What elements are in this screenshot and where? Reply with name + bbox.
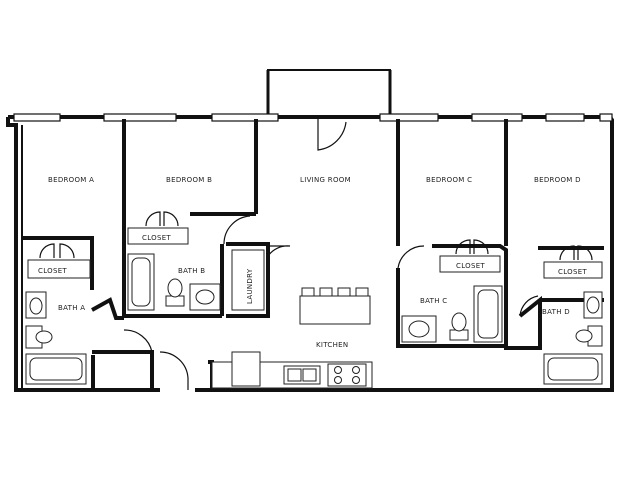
label-bath-b: BATH B (178, 267, 205, 275)
label-bath-c: BATH C (420, 297, 448, 305)
label-closet-c: CLOSET (456, 262, 485, 270)
room-labels: BEDROOM A BEDROOM B LIVING ROOM BEDROOM … (38, 176, 587, 349)
interior-doors (123, 215, 539, 390)
label-bedroom-a: BEDROOM A (48, 176, 94, 184)
balcony-door (317, 118, 347, 151)
label-living-room: LIVING ROOM (300, 176, 351, 184)
label-closet-a: CLOSET (38, 267, 67, 275)
label-closet-d: CLOSET (558, 268, 587, 276)
interior-walls (22, 119, 604, 390)
label-laundry: LAUNDRY (246, 268, 254, 304)
label-bath-d: BATH D (542, 308, 570, 316)
label-bedroom-c: BEDROOM C (426, 176, 472, 184)
windows (13, 113, 613, 122)
label-bath-a: BATH A (58, 304, 85, 312)
laundry-fixtures (231, 249, 265, 311)
label-bedroom-b: BEDROOM B (166, 176, 212, 184)
bathroom-fixtures (25, 253, 603, 385)
label-closet-b: CLOSET (142, 234, 171, 242)
label-kitchen: KITCHEN (316, 341, 348, 349)
balcony (266, 69, 392, 117)
kitchen-fixtures (211, 287, 373, 389)
closet-fixtures (27, 211, 603, 279)
label-bedroom-d: BEDROOM D (534, 176, 581, 184)
